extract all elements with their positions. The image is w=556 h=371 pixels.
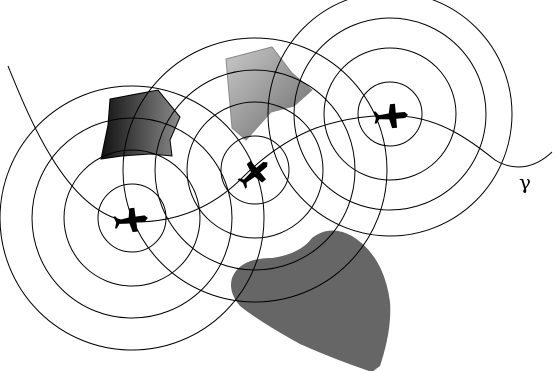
obstacle-blob-region [231,230,390,371]
aircraft-icon-1 [113,206,150,234]
aircraft-icon-3 [373,103,409,130]
curve-label: γ [519,170,531,194]
aircraft-icon-2 [234,153,275,193]
